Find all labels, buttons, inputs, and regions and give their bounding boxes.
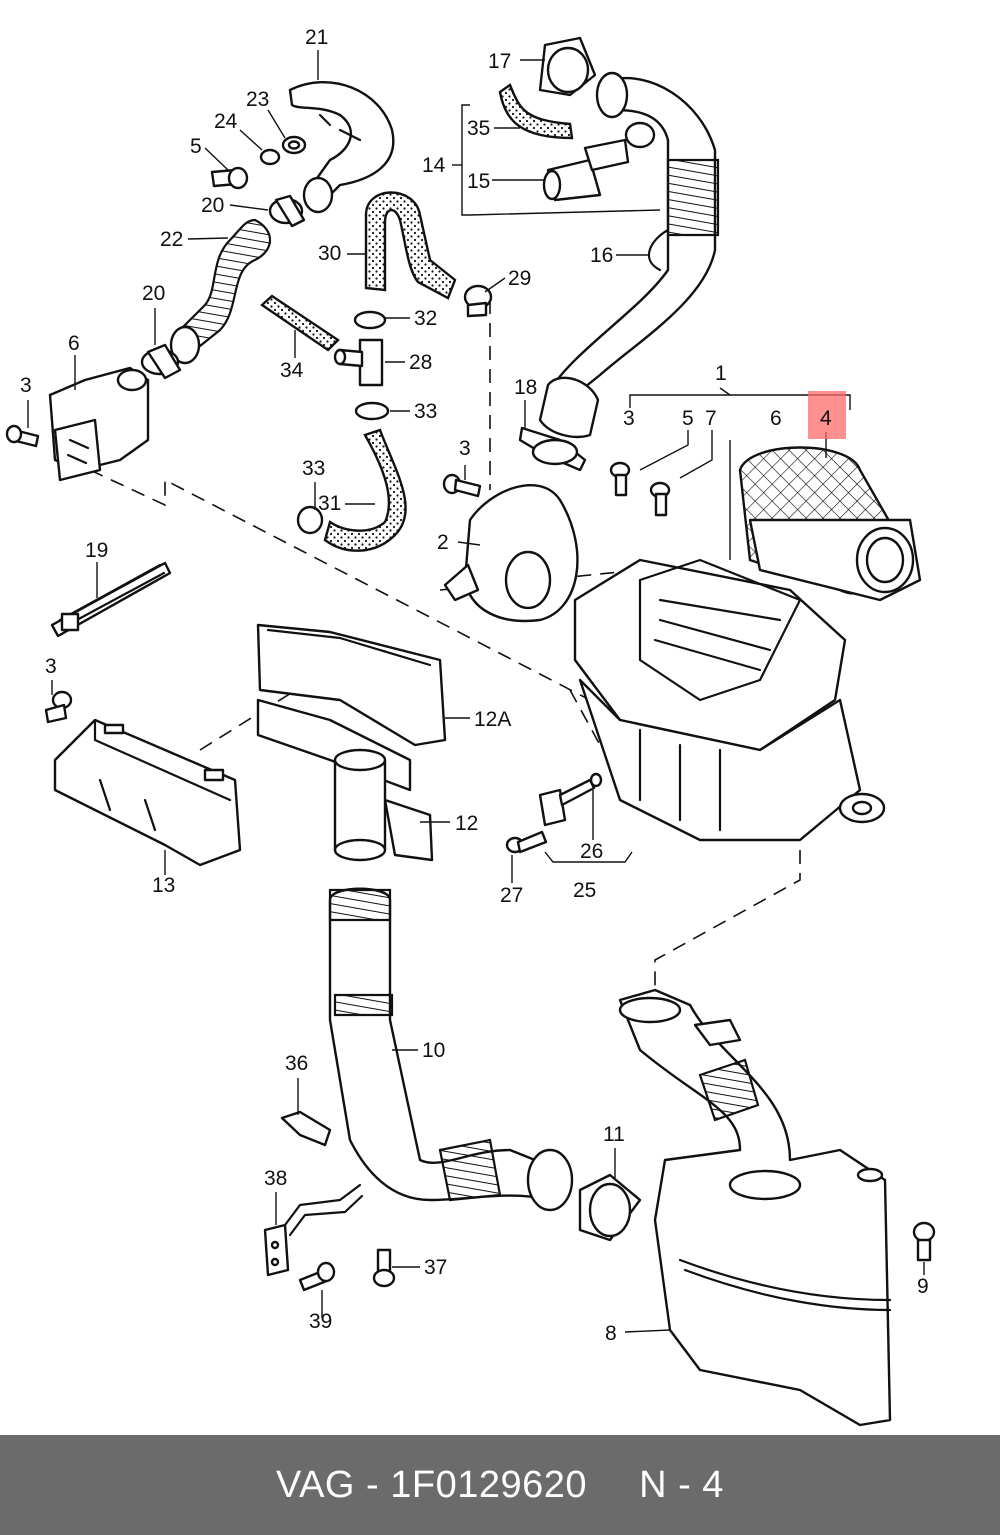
callout-38: 38	[264, 1167, 287, 1190]
clamp-20-lower	[140, 343, 182, 380]
clamp-33-center	[354, 401, 390, 421]
callout-5: 5	[190, 135, 202, 158]
leader-lines	[27, 50, 925, 1333]
clamp-18	[518, 426, 587, 472]
bracket-36	[280, 1110, 332, 1147]
callout-14: 14	[422, 154, 446, 177]
callout-6: 6	[770, 407, 782, 430]
callout-10: 10	[422, 1039, 445, 1062]
callout-39: 39	[309, 1310, 332, 1333]
callout-32: 32	[414, 307, 437, 330]
callout-36: 36	[285, 1052, 308, 1075]
callout-25: 25	[573, 879, 596, 902]
part-13	[53, 718, 242, 867]
part-number: 1F0129620	[390, 1463, 588, 1506]
bolt-37	[372, 1248, 396, 1288]
callout-29: 29	[508, 267, 531, 290]
position-separator: -	[678, 1463, 692, 1506]
clamp-20-top	[268, 194, 306, 228]
cable-tie-19	[50, 561, 172, 638]
callout-15: 15	[467, 170, 490, 193]
callout-12: 12	[455, 812, 478, 835]
hose-22	[169, 218, 271, 365]
callout-16: 16	[590, 244, 613, 267]
air-filter-element-4	[738, 446, 922, 602]
bolt-5-housing	[609, 461, 631, 497]
bolt-7-housing	[649, 481, 671, 517]
clamp-32	[353, 310, 387, 330]
bolt-3-lower	[44, 690, 73, 724]
callout-37: 37	[424, 1256, 447, 1279]
callout-20: 20	[201, 194, 224, 217]
callout-31: 31	[318, 492, 341, 515]
callout-6: 6	[68, 332, 80, 355]
resonator-8	[618, 988, 892, 1427]
callout-3: 3	[20, 374, 32, 397]
bracket-38	[263, 1183, 364, 1277]
callout-labels: 21 23 24 5 20 22 20 6 3 30 32 34 28 33 3…	[20, 26, 929, 1345]
callout-18: 18	[514, 376, 537, 399]
bracket-25	[505, 772, 603, 854]
callout-3: 3	[459, 437, 471, 460]
callout-1: 1	[715, 362, 727, 385]
part-2	[443, 483, 579, 623]
fitting-28	[333, 338, 384, 387]
callout-5: 5	[682, 407, 694, 430]
washer-24	[259, 148, 281, 166]
callout-3: 3	[45, 655, 57, 678]
callout-33: 33	[414, 400, 437, 423]
callout-11: 11	[603, 1123, 625, 1146]
brand-separator: -	[366, 1463, 380, 1506]
callout-28: 28	[409, 351, 432, 374]
callout-27: 27	[500, 884, 523, 907]
callout-7: 7	[705, 407, 717, 430]
callout-34: 34	[280, 359, 304, 382]
bolt-9	[912, 1221, 936, 1262]
callout-21: 21	[305, 26, 328, 49]
callout-20: 20	[142, 282, 165, 305]
bolt-3-left	[5, 424, 40, 448]
callout-17: 17	[488, 50, 511, 73]
bolt-39	[298, 1261, 336, 1292]
callout-19: 19	[85, 539, 108, 562]
filter-housing	[573, 558, 886, 842]
clamp-29	[463, 284, 493, 318]
callout-30: 30	[318, 242, 341, 265]
hose-35	[498, 83, 574, 140]
callout-12A: 12A	[474, 708, 511, 731]
hose-31	[323, 428, 407, 552]
callout-3: 3	[623, 407, 635, 430]
callout-8: 8	[605, 1322, 617, 1345]
hose-34	[260, 294, 340, 352]
callout-33: 33	[302, 457, 325, 480]
sensor-15	[542, 121, 656, 202]
callout-35: 35	[467, 117, 490, 140]
clamp-17	[538, 36, 597, 97]
callout-24: 24	[214, 110, 238, 133]
hose-30	[364, 191, 457, 300]
position-number: 4	[702, 1463, 724, 1506]
position-prefix: N	[639, 1463, 668, 1506]
brand-label: VAG	[276, 1463, 355, 1506]
highlight-box	[808, 391, 846, 439]
callout-2: 2	[437, 531, 449, 554]
part-12	[333, 748, 434, 862]
hose-10	[328, 887, 574, 1212]
clamp-33-lower	[296, 505, 324, 535]
callout-22: 22	[160, 228, 183, 251]
hose-21-assembly	[288, 80, 395, 214]
washer-23	[281, 135, 307, 155]
callout-9: 9	[917, 1275, 929, 1298]
hose-16	[538, 71, 720, 439]
callout-4: 4	[820, 407, 832, 430]
callout-13: 13	[152, 874, 175, 897]
clamp-11	[578, 1173, 642, 1242]
bolt-5-top	[210, 166, 249, 190]
part-number-footer: VAG - 1F0129620 N - 4	[0, 1435, 1000, 1535]
callout-23: 23	[246, 88, 269, 111]
part-6	[48, 366, 150, 482]
callout-26: 26	[580, 840, 603, 863]
bolt-3-center	[442, 473, 482, 498]
exploded-parts-diagram: 21 23 24 5 20 22 20 6 3 30 32 34 28 33 3…	[5, 26, 936, 1427]
